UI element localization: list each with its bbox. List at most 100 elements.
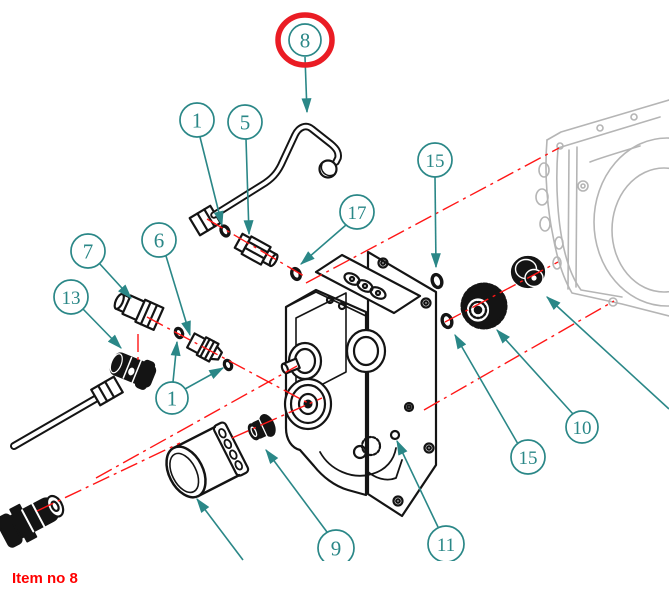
callout-circle[interactable] (288, 23, 322, 57)
ghost-rib (589, 145, 641, 163)
leader-item-6-0 (165, 255, 191, 337)
callout-circle[interactable] (317, 529, 355, 561)
centerline-top-axis (305, 147, 560, 284)
leader-item-13-0 (81, 307, 122, 349)
ghost-hole (556, 142, 564, 150)
bearing-cap (510, 255, 546, 289)
callout-number: 8 (300, 29, 311, 53)
ghost-stud (554, 236, 564, 250)
callout-circle[interactable] (427, 525, 465, 561)
o-ring (289, 266, 303, 282)
bent-suction-pipe (188, 122, 342, 237)
callout-item-7[interactable]: 7 (70, 233, 106, 269)
leader-item-17-0 (300, 224, 347, 265)
drive-yoke (0, 494, 65, 548)
leader-item-1-1 (184, 367, 225, 390)
callout-item-1[interactable]: 1 (179, 102, 215, 138)
ghost-outline (546, 99, 669, 141)
leader-item-15-0 (454, 333, 519, 445)
ghost-bore (593, 137, 669, 307)
centerline-pipe-axis (206, 218, 305, 277)
callout-item-1[interactable]: 1 (155, 381, 189, 415)
callout-item-11[interactable]: 11 (427, 525, 465, 561)
ghost-hole (596, 124, 604, 132)
callout-circle[interactable] (155, 381, 189, 415)
callout-circle[interactable] (141, 222, 177, 258)
ghost-inner-frame (557, 116, 661, 149)
oil-filter (165, 421, 250, 499)
callout-item-5[interactable]: 5 (227, 104, 263, 140)
leader-bearing-cap (546, 296, 669, 410)
callout-circle[interactable] (179, 102, 215, 138)
callout-circle[interactable] (510, 439, 546, 475)
leader-item-1-0 (170, 340, 181, 383)
callout-item-15[interactable]: 15 (417, 142, 453, 178)
callout-number: 17 (348, 203, 367, 224)
leader-item-15-0 (430, 176, 441, 269)
o-ring (430, 272, 444, 290)
ghost-flange-edge (567, 149, 570, 290)
ghost-boss (539, 216, 551, 232)
ghost-hole (608, 297, 618, 307)
ghost-flange-edge (575, 146, 578, 288)
callout-number: 1 (167, 387, 178, 411)
hose-assembly (10, 375, 124, 450)
callout-number: 9 (331, 537, 342, 561)
ghost-stud (552, 256, 562, 270)
callout-circle[interactable] (53, 279, 89, 315)
leader-item-5-0 (243, 138, 254, 236)
callout-item-17[interactable]: 17 (339, 194, 375, 230)
leader-item-7-0 (98, 262, 132, 299)
ghost-screw (577, 180, 589, 192)
centerline-yoke-axis (36, 442, 181, 512)
callout-number: 1 (192, 109, 203, 133)
leader-oil-filter (196, 498, 244, 561)
ghost-boss (538, 162, 550, 178)
callout-item-9[interactable]: 9 (317, 529, 355, 561)
highlight-ring (275, 12, 335, 68)
centerline-filter-axis (95, 365, 298, 479)
leader-item-1-0 (199, 136, 224, 227)
callout-circle[interactable] (565, 410, 599, 444)
callout-number: 15 (426, 151, 445, 172)
banjo-fitting (109, 352, 157, 390)
callout-circle[interactable] (227, 104, 263, 140)
callout-number: 10 (573, 418, 592, 439)
adapter-fitting (233, 232, 279, 268)
transmission-housing-ghost (535, 99, 669, 317)
gear (460, 282, 508, 330)
leader-item-10-0 (496, 329, 574, 415)
leader-item-11-0 (396, 439, 439, 528)
callout-item-8[interactable]: 8 (275, 12, 335, 68)
o-ring (222, 358, 234, 372)
callout-number: 7 (83, 240, 94, 264)
centerline-plug-axis (231, 397, 323, 439)
callout-circle[interactable] (339, 194, 375, 230)
side-bore (345, 328, 387, 374)
callout-number: 6 (154, 229, 165, 253)
callout-number: 5 (240, 111, 251, 135)
ghost-hole (630, 113, 638, 121)
ghost-screw (580, 183, 586, 189)
callout-number: 15 (519, 448, 538, 469)
ghost-bore (611, 167, 669, 293)
o-ring (173, 326, 185, 340)
callout-item-13[interactable]: 13 (53, 279, 89, 315)
leader-item-9-0 (265, 448, 328, 533)
leader-lines (81, 56, 669, 561)
selected-item-caption: Item no 8 (12, 570, 78, 587)
callout-circle[interactable] (70, 233, 106, 269)
drain-plug (247, 414, 276, 441)
o-ring (219, 224, 231, 238)
callout-item-15[interactable]: 15 (510, 439, 546, 475)
ghost-boss (535, 188, 549, 206)
callout-item-10[interactable]: 10 (565, 410, 599, 444)
pump-housing (280, 250, 438, 518)
callout-item-6[interactable]: 6 (141, 222, 177, 258)
callout-number: 11 (437, 535, 455, 556)
callout-circle[interactable] (417, 142, 453, 178)
callout-number: 13 (62, 288, 81, 309)
